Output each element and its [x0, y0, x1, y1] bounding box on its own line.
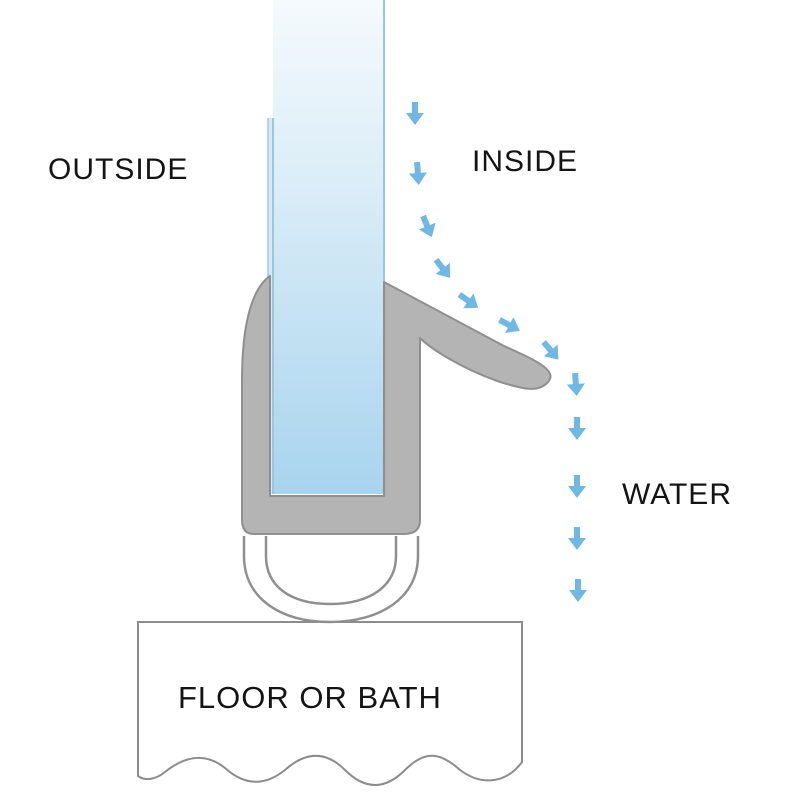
water-arrow-icon: [568, 527, 586, 550]
water-arrow-icon: [568, 417, 586, 440]
water-arrow-icon: [498, 317, 520, 334]
water-arrow-icon: [406, 102, 424, 125]
glass-panel: [273, 0, 383, 494]
water-arrow-icon: [541, 340, 559, 360]
water-flow-arrows: [406, 102, 587, 602]
floor-or-bath-label: FLOOR OR BATH: [178, 680, 442, 715]
floor-block: [137, 621, 523, 786]
water-arrow-icon: [566, 372, 585, 396]
water-arrow-icon: [569, 579, 587, 602]
water-arrow-icon: [408, 161, 427, 185]
water-arrow-icon: [568, 475, 586, 498]
water-label: WATER: [622, 478, 732, 511]
outside-label: OUTSIDE: [48, 153, 189, 186]
water-arrow-icon: [457, 292, 479, 309]
inside-label: INSIDE: [472, 145, 579, 178]
water-arrow-icon: [418, 214, 436, 238]
seal-body: [241, 275, 552, 535]
bubble-seal-outer: [242, 536, 420, 624]
water-arrow-icon: [433, 257, 451, 278]
bubble-seal-inner: [264, 536, 398, 606]
